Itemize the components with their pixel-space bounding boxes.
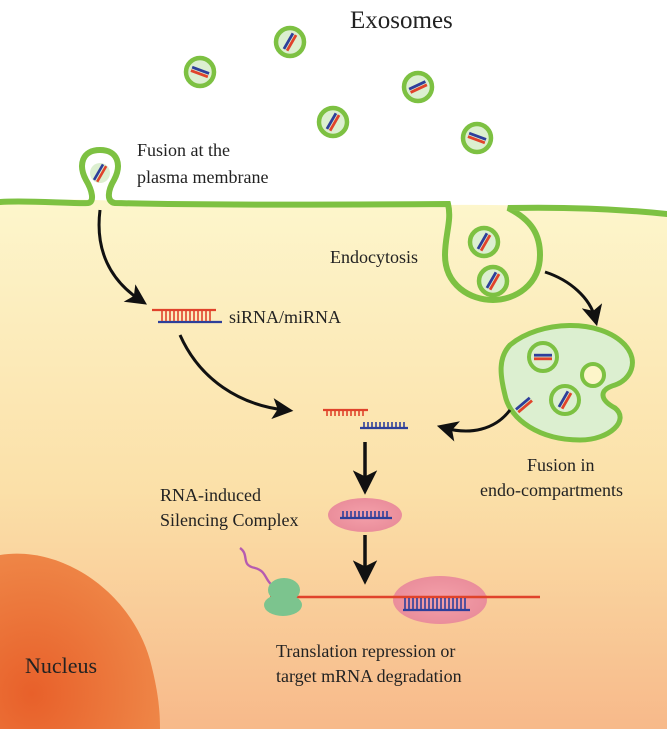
exosome — [316, 105, 350, 139]
ribosome — [264, 578, 302, 616]
exosome — [467, 225, 501, 259]
rna-cargo — [557, 390, 573, 410]
risc-label: RNA-induced — [160, 485, 261, 505]
target-pairing — [404, 598, 466, 609]
fusion-endo-label: endo-compartments — [480, 480, 623, 500]
exosome — [460, 121, 494, 155]
translation-label: Translation repression or — [276, 641, 455, 661]
exosome — [401, 70, 435, 104]
fusion-plasma-label: Fusion at the — [137, 140, 230, 160]
diagram-title: Exosomes — [350, 7, 453, 34]
nucleus-label: Nucleus — [25, 653, 97, 678]
endosome-vesicle — [549, 384, 581, 416]
risc-guide-strand — [340, 511, 392, 520]
fusion-endo-label: Fusion in — [527, 455, 595, 475]
risc-complex — [328, 498, 402, 532]
risc-bound-complex — [393, 576, 487, 624]
sirna-label: siRNA/miRNA — [229, 307, 341, 327]
exosome — [476, 264, 510, 298]
endosome-compartment — [498, 323, 635, 443]
plasma-membrane — [0, 146, 667, 304]
arrow-endocytosis-to-endosome — [544, 270, 603, 327]
endocytosis-label: Endocytosis — [330, 247, 418, 267]
fusion-plasma-label: plasma membrane — [137, 167, 268, 187]
endosome-vesicle — [527, 341, 559, 373]
risc-label: Silencing Complex — [160, 510, 299, 530]
translation-label: target mRNA degradation — [276, 666, 462, 686]
exosome — [183, 55, 217, 89]
exosome-group — [183, 25, 510, 298]
exosome — [273, 25, 307, 59]
rna-cargo — [534, 353, 552, 361]
arrow-endosome-to-center — [436, 409, 512, 442]
arrow-sirna-to-center — [178, 334, 294, 420]
nucleus — [0, 553, 160, 729]
separated-strands — [323, 408, 408, 430]
fusing-exosome — [90, 163, 110, 183]
sirna-duplex — [152, 308, 222, 324]
rna-cargo — [515, 396, 533, 414]
endosome-empty-vesicle — [580, 362, 606, 388]
arrow-fusion-to-sirna — [97, 209, 147, 305]
